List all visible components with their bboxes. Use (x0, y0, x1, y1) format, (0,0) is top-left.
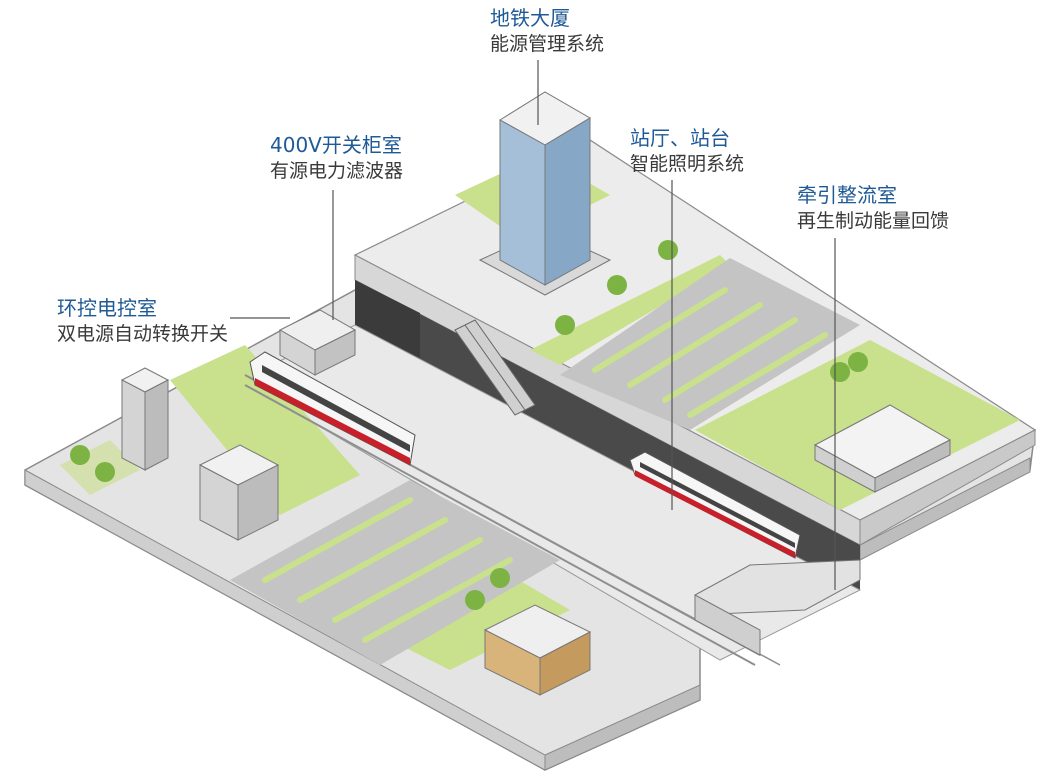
callout-switch-room-title: 400V开关柜室 (270, 133, 402, 157)
trees (70, 240, 868, 610)
metro-tower (478, 91, 612, 296)
callout-metro-building: 地铁大厦 能源管理系统 (490, 5, 604, 57)
callout-switch-room-subtitle: 有源电力滤波器 (270, 160, 404, 182)
callout-leader-lines (230, 60, 836, 590)
train-left (249, 351, 416, 466)
callout-traction: 牵引整流室 再生制动能量回馈 (797, 182, 949, 234)
callout-env-control-title: 环控电控室 (57, 296, 157, 320)
roads-upper (560, 258, 860, 430)
callout-metro-building-subtitle: 能源管理系统 (490, 33, 605, 55)
env-control-tower (120, 367, 170, 471)
callout-station-subtitle: 智能照明系统 (630, 153, 745, 175)
callout-env-control-subtitle: 双电源自动转换开关 (57, 323, 229, 345)
switch-room-building (278, 309, 357, 376)
callout-traction-title: 牵引整流室 (797, 183, 897, 207)
callout-traction-subtitle: 再生制动能量回馈 (797, 210, 950, 232)
callout-env-control: 环控电控室 双电源自动转换开关 (57, 295, 228, 347)
lower-building (483, 604, 592, 696)
traction-hall (813, 404, 952, 493)
escalator (454, 319, 536, 416)
callout-station-title: 站厅、站台 (630, 126, 730, 150)
callout-station: 站厅、站台 智能照明系统 (630, 125, 744, 177)
traction-room-boxes (694, 559, 861, 656)
office-building (198, 444, 280, 541)
callout-switch-room: 400V开关柜室 有源电力滤波器 (270, 132, 403, 184)
callout-metro-building-title: 地铁大厦 (490, 6, 570, 30)
roads-lower (230, 480, 560, 665)
